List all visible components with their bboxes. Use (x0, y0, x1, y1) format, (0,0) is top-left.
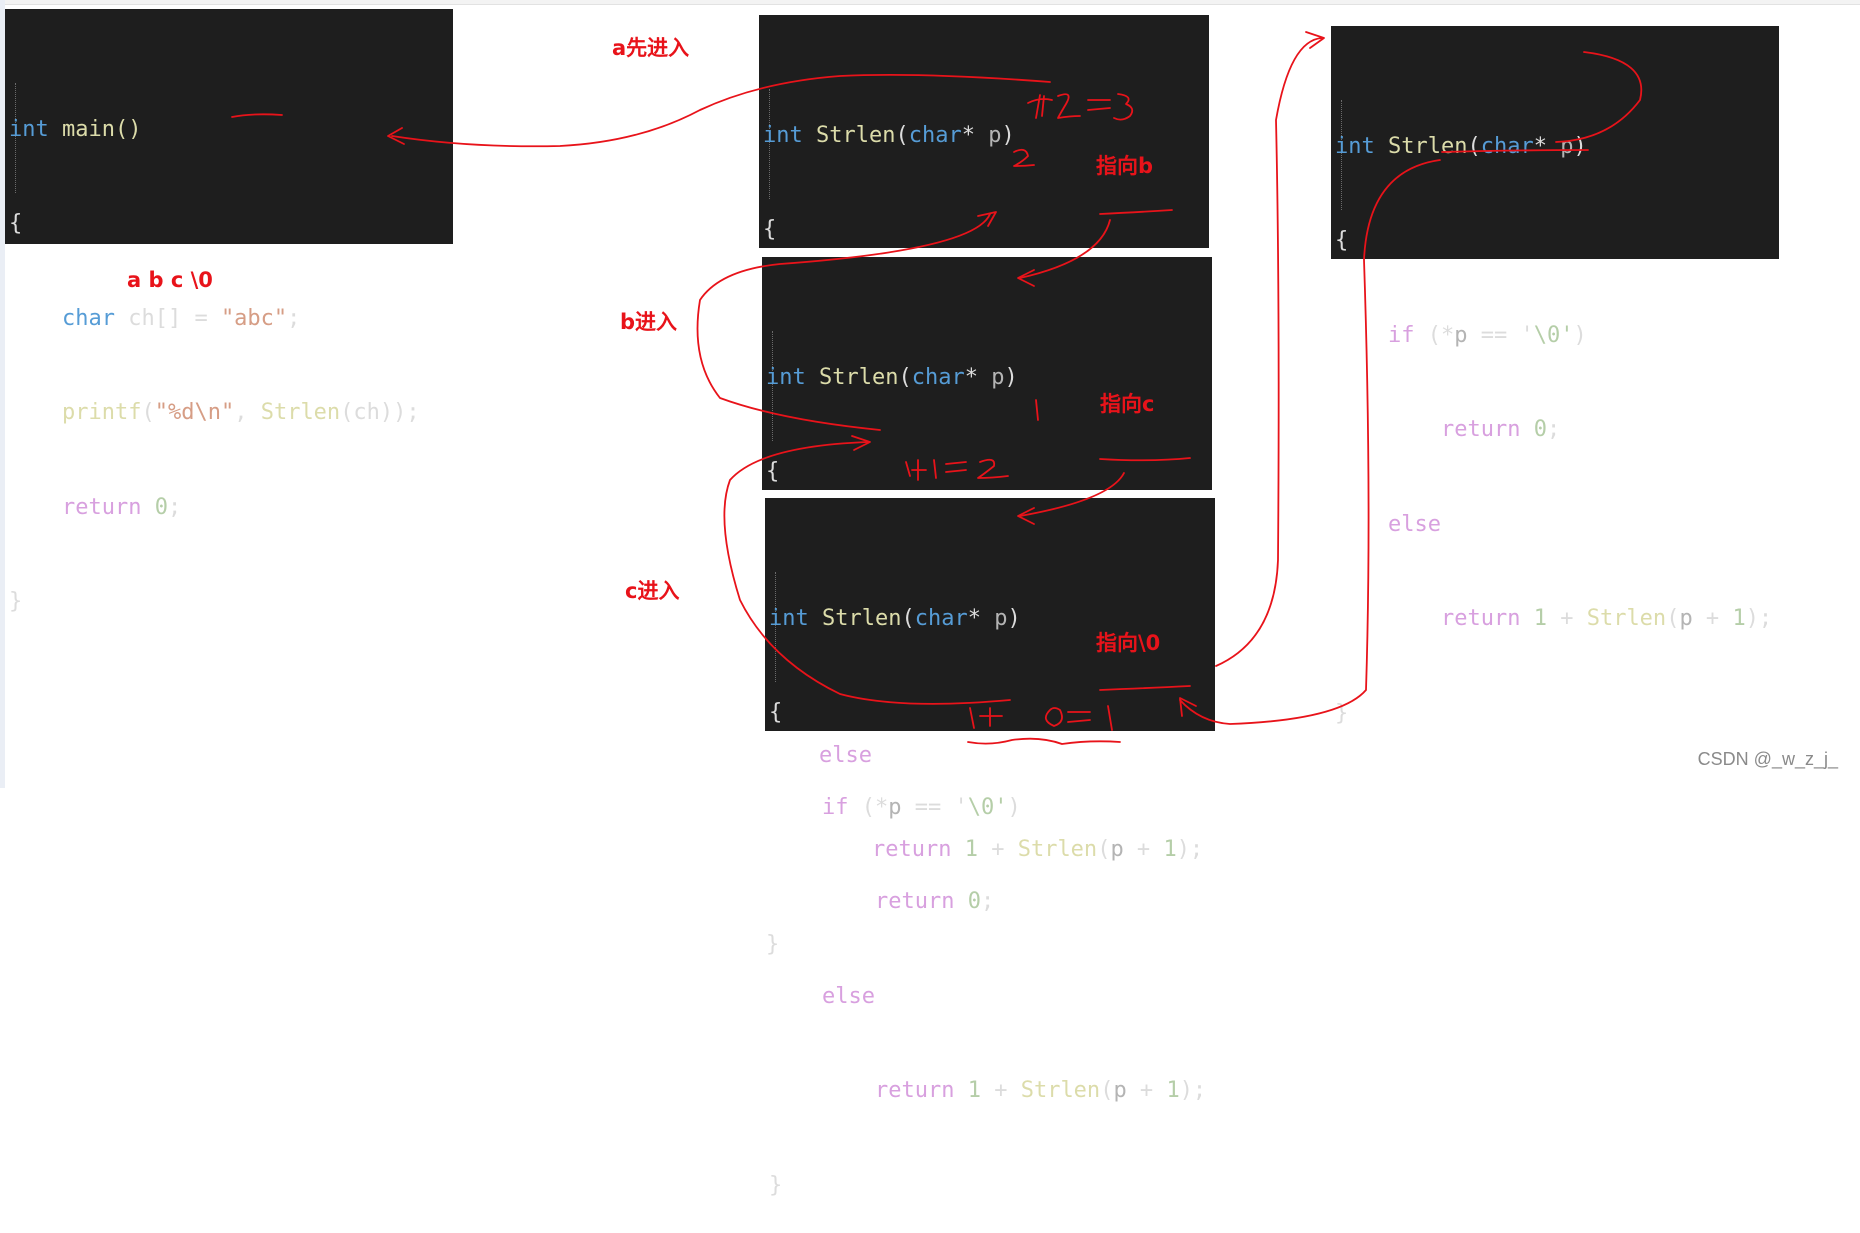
label-points-to-c: 指向c (1100, 392, 1155, 416)
csdn-watermark: CSDN @_w_z_j_ (1697, 749, 1838, 769)
code-line-return-zero: return 0; (1440, 417, 1561, 442)
strlen-code-block-nul: int Strlen(char* p) { if (*p == '\0') re… (1331, 26, 1779, 726)
label-string-chars: a b c \0 (127, 268, 213, 292)
strlen-code-block-b: int Strlen(char* p) { if (*p == '\0') re… (762, 257, 1212, 957)
code-line-main-signature: int main() (9, 116, 142, 142)
label-enter-c: c进入 (625, 579, 680, 603)
code-line-else: else (818, 742, 872, 768)
code-line-close-brace: } (9, 589, 23, 614)
code-line-strlen-signature: int Strlen(char* p) (763, 122, 1015, 148)
top-border (0, 0, 1860, 5)
code-line-close-brace: } (769, 1172, 783, 1198)
code-line-close-brace: } (1335, 700, 1349, 726)
code-line-strlen-signature: int Strlen(char* p) (1335, 133, 1587, 159)
code-line-if: if (*p == '\0') (821, 794, 1021, 820)
code-line-else: else (821, 983, 875, 1009)
indent-guide (1341, 100, 1342, 210)
label-points-to-nul: 指向\0 (1096, 631, 1161, 655)
label-enter-a: a先进入 (612, 36, 690, 60)
code-line-return-zero: return 0; (874, 889, 995, 914)
main-code-block: int main() { char ch[] = "abc"; printf("… (5, 9, 453, 614)
code-line-else: else (1387, 511, 1441, 537)
label-points-to-b: 指向b (1096, 154, 1154, 178)
code-line-printf: printf("%d\n", Strlen(ch)); (61, 400, 420, 425)
code-line-if: if (*p == '\0') (1387, 322, 1587, 348)
curve-c-to-nul (1215, 37, 1323, 667)
label-enter-b: b进入 (620, 310, 678, 334)
code-line-return-recursive: return 1 + Strlen(p + 1); (1440, 606, 1773, 631)
code-line-open-brace: { (763, 217, 777, 242)
code-line-return-recursive: return 1 + Strlen(p + 1); (871, 837, 1204, 862)
arrowhead-nul (1305, 31, 1325, 49)
code-line-close-brace: } (766, 931, 780, 957)
indent-guide (15, 83, 16, 193)
code-line-return: return 0; (61, 494, 182, 520)
code-line-return-recursive: return 1 + Strlen(p + 1); (874, 1078, 1207, 1103)
code-line-open-brace: { (1335, 228, 1349, 253)
code-line-open-brace: { (9, 211, 23, 236)
strlen-code-block-c: int Strlen(char* p) { if (*p == '\0') re… (765, 498, 1215, 1198)
code-line-open-brace: { (766, 459, 780, 484)
strlen-code-block-a: int Strlen(char* p) { if (*p == '\0') re… (759, 15, 1209, 715)
code-line-char-decl: char ch[] = "abc"; (61, 305, 301, 331)
code-line-open-brace: { (769, 700, 783, 725)
left-border (0, 0, 5, 788)
